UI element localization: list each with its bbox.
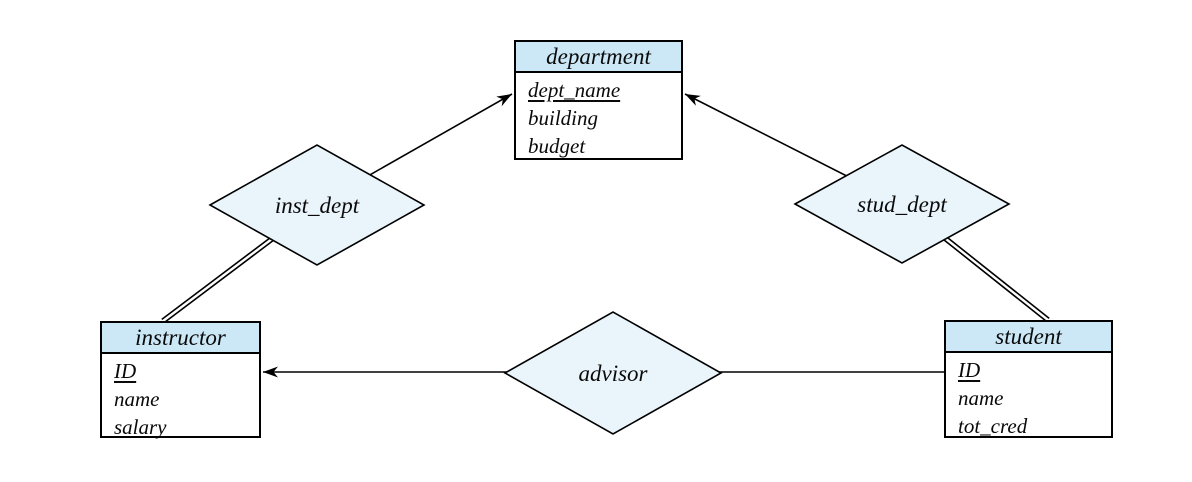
attribute: name	[114, 387, 160, 411]
relationship-label-stud-dept: stud_dept	[857, 192, 947, 217]
entity-student-attributes: ID name tot_cred	[946, 353, 1111, 440]
entity-student-header: student	[946, 322, 1111, 353]
relationship-label-inst-dept: inst_dept	[274, 193, 360, 218]
relationship-diamond-inst-dept	[208, 144, 426, 266]
attribute-primary-key: dept_name	[528, 78, 621, 102]
relationship-diamond-advisor	[503, 311, 723, 435]
attribute: salary	[114, 415, 167, 439]
entity-department: department dept_name building budget	[514, 40, 683, 160]
entity-student: student ID name tot_cred	[944, 320, 1113, 438]
attribute-primary-key: ID	[958, 358, 981, 382]
entity-department-name: department	[546, 43, 651, 69]
attribute: tot_cred	[958, 414, 1028, 438]
attribute: building	[528, 106, 599, 130]
entity-instructor: instructor ID name salary	[100, 321, 261, 441]
attribute: budget	[528, 134, 586, 158]
entity-instructor-attributes: ID name salary	[102, 354, 259, 441]
attribute-primary-key: ID	[114, 359, 137, 383]
entity-instructor-name: instructor	[135, 324, 226, 350]
relationship-label-advisor: advisor	[578, 361, 648, 386]
entity-student-name: student	[995, 323, 1062, 349]
entity-department-header: department	[516, 42, 681, 73]
attribute: name	[958, 386, 1004, 410]
relationship-diamond-stud-dept	[793, 144, 1011, 264]
entity-instructor-header: instructor	[102, 323, 259, 354]
entity-department-attributes: dept_name building budget	[516, 73, 681, 160]
